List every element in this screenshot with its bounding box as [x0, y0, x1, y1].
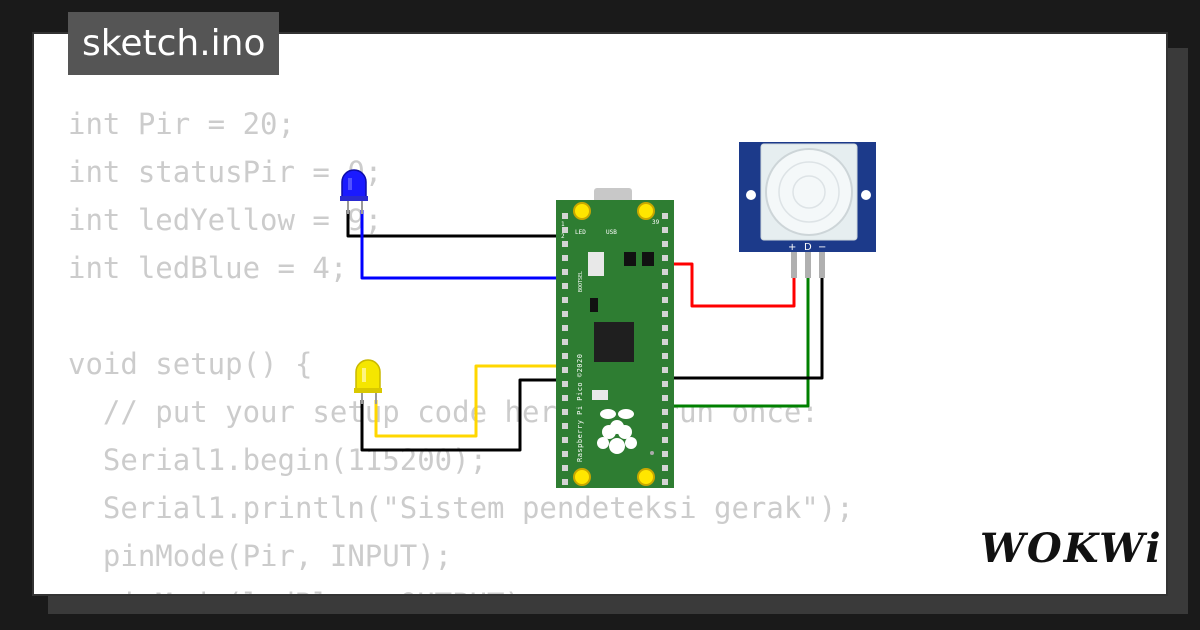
header-pin[interactable]: [562, 437, 568, 443]
wire-yellow-led-gnd: [360, 378, 566, 452]
mount-hole: [637, 202, 655, 220]
pin2-label: 2: [561, 233, 565, 240]
header-pin[interactable]: [662, 241, 668, 247]
header-pin[interactable]: [562, 423, 568, 429]
pir-dome-ring: [792, 175, 826, 209]
header-pin[interactable]: [562, 395, 568, 401]
header-pin[interactable]: [562, 269, 568, 275]
wire-pir-vcc: [664, 262, 796, 308]
header-pin[interactable]: [562, 465, 568, 471]
usb-label: USB: [606, 229, 617, 236]
header-pin[interactable]: [662, 367, 668, 373]
chip: [642, 252, 654, 266]
led-yellow-body: [355, 359, 381, 391]
code-editor: int Pir = 20;int statusPir = 0;int ledYe…: [68, 100, 854, 594]
bootsel-button[interactable]: [588, 252, 604, 276]
rp2040-chip: [594, 322, 634, 362]
pico-right-pins: [662, 213, 668, 485]
header-pin[interactable]: [562, 353, 568, 359]
wire-pir-data: [664, 278, 810, 408]
pir-sensor[interactable]: + D −: [739, 142, 876, 278]
header-pin[interactable]: [662, 269, 668, 275]
led-rim: [354, 388, 382, 393]
header-pin[interactable]: [662, 213, 668, 219]
header-pin[interactable]: [662, 423, 668, 429]
header-pin[interactable]: [562, 213, 568, 219]
led-blue-body: [341, 169, 367, 199]
wire-pir-gnd: [664, 278, 824, 380]
code-line: int ledBlue = 4;: [68, 251, 348, 285]
pir-pin-label-gnd: −: [818, 242, 826, 253]
mount-hole: [573, 202, 591, 220]
pir-pin: [819, 252, 825, 278]
bootsel-label: BOOTSEL: [578, 271, 584, 292]
chip: [590, 298, 598, 312]
header-pin[interactable]: [662, 297, 668, 303]
pir-dome-ring: [778, 161, 840, 223]
pir-pin-label-data: D: [804, 242, 812, 253]
pico-board[interactable]: 1 2 39 LED USB BOOTSEL Raspberry Pi Pico…: [556, 188, 674, 488]
mount-hole: [573, 468, 591, 486]
mount-hole: [637, 468, 655, 486]
file-tab[interactable]: sketch.ino: [68, 12, 280, 75]
wire-blue-led-signal: [360, 210, 566, 280]
led-yellow[interactable]: [354, 359, 382, 404]
header-pin[interactable]: [562, 311, 568, 317]
pir-pin: [805, 252, 811, 278]
pir-pin-label-vcc: +: [788, 242, 796, 253]
header-pin[interactable]: [662, 451, 668, 457]
header-pin[interactable]: [662, 479, 668, 485]
code-line: pinMode(ledBlue, OUTPUT);: [68, 580, 854, 594]
header-pin[interactable]: [562, 367, 568, 373]
header-pin[interactable]: [562, 339, 568, 345]
pir-pin: [791, 252, 797, 278]
code-line: pinMode(Pir, INPUT);: [68, 539, 453, 573]
header-pin[interactable]: [662, 325, 668, 331]
header-pin[interactable]: [662, 255, 668, 261]
header-pin[interactable]: [662, 339, 668, 345]
component: [592, 390, 608, 400]
code-line: void setup() {: [68, 347, 313, 381]
header-pin[interactable]: [562, 409, 568, 415]
header-pin[interactable]: [562, 451, 568, 457]
wire-yellow-led-signal: [374, 364, 566, 438]
header-pin[interactable]: [662, 395, 668, 401]
code-line: int Pir = 20;: [68, 107, 295, 141]
header-pin[interactable]: [562, 325, 568, 331]
pin1-label: 1: [561, 221, 565, 228]
header-pin[interactable]: [662, 353, 668, 359]
raspberry-logo-icon: [597, 409, 637, 454]
code-line: int ledYellow = 9;: [68, 203, 383, 237]
led-blue[interactable]: [340, 169, 368, 214]
header-pin[interactable]: [562, 479, 568, 485]
mount-hole: [861, 190, 871, 200]
header-pin[interactable]: [662, 283, 668, 289]
header-pin[interactable]: [562, 241, 568, 247]
header-pin[interactable]: [562, 255, 568, 261]
header-pin[interactable]: [562, 283, 568, 289]
chip: [624, 252, 636, 266]
led-label: LED: [575, 229, 586, 236]
led-highlight: [348, 178, 352, 190]
board-name: Raspberry Pi Pico ©2020: [576, 354, 584, 462]
pico-left-pins: [562, 213, 568, 485]
header-pin[interactable]: [662, 311, 668, 317]
header-pin[interactable]: [662, 409, 668, 415]
header-pin[interactable]: [562, 227, 568, 233]
header-pin[interactable]: [562, 381, 568, 387]
header-pin[interactable]: [562, 297, 568, 303]
wokwi-logo[interactable]: WOKWi: [980, 525, 1163, 572]
wire-blue-led-gnd: [346, 210, 566, 238]
led-rim: [340, 196, 368, 201]
header-pin[interactable]: [662, 227, 668, 233]
test-pad: [650, 451, 654, 455]
code-line: Serial1.println("Sistem pendeteksi gerak…: [68, 491, 854, 525]
led-highlight: [362, 368, 366, 382]
pin39-label: 39: [652, 219, 660, 226]
header-pin[interactable]: [662, 437, 668, 443]
mount-hole: [746, 190, 756, 200]
header-pin[interactable]: [662, 381, 668, 387]
header-pin[interactable]: [662, 465, 668, 471]
